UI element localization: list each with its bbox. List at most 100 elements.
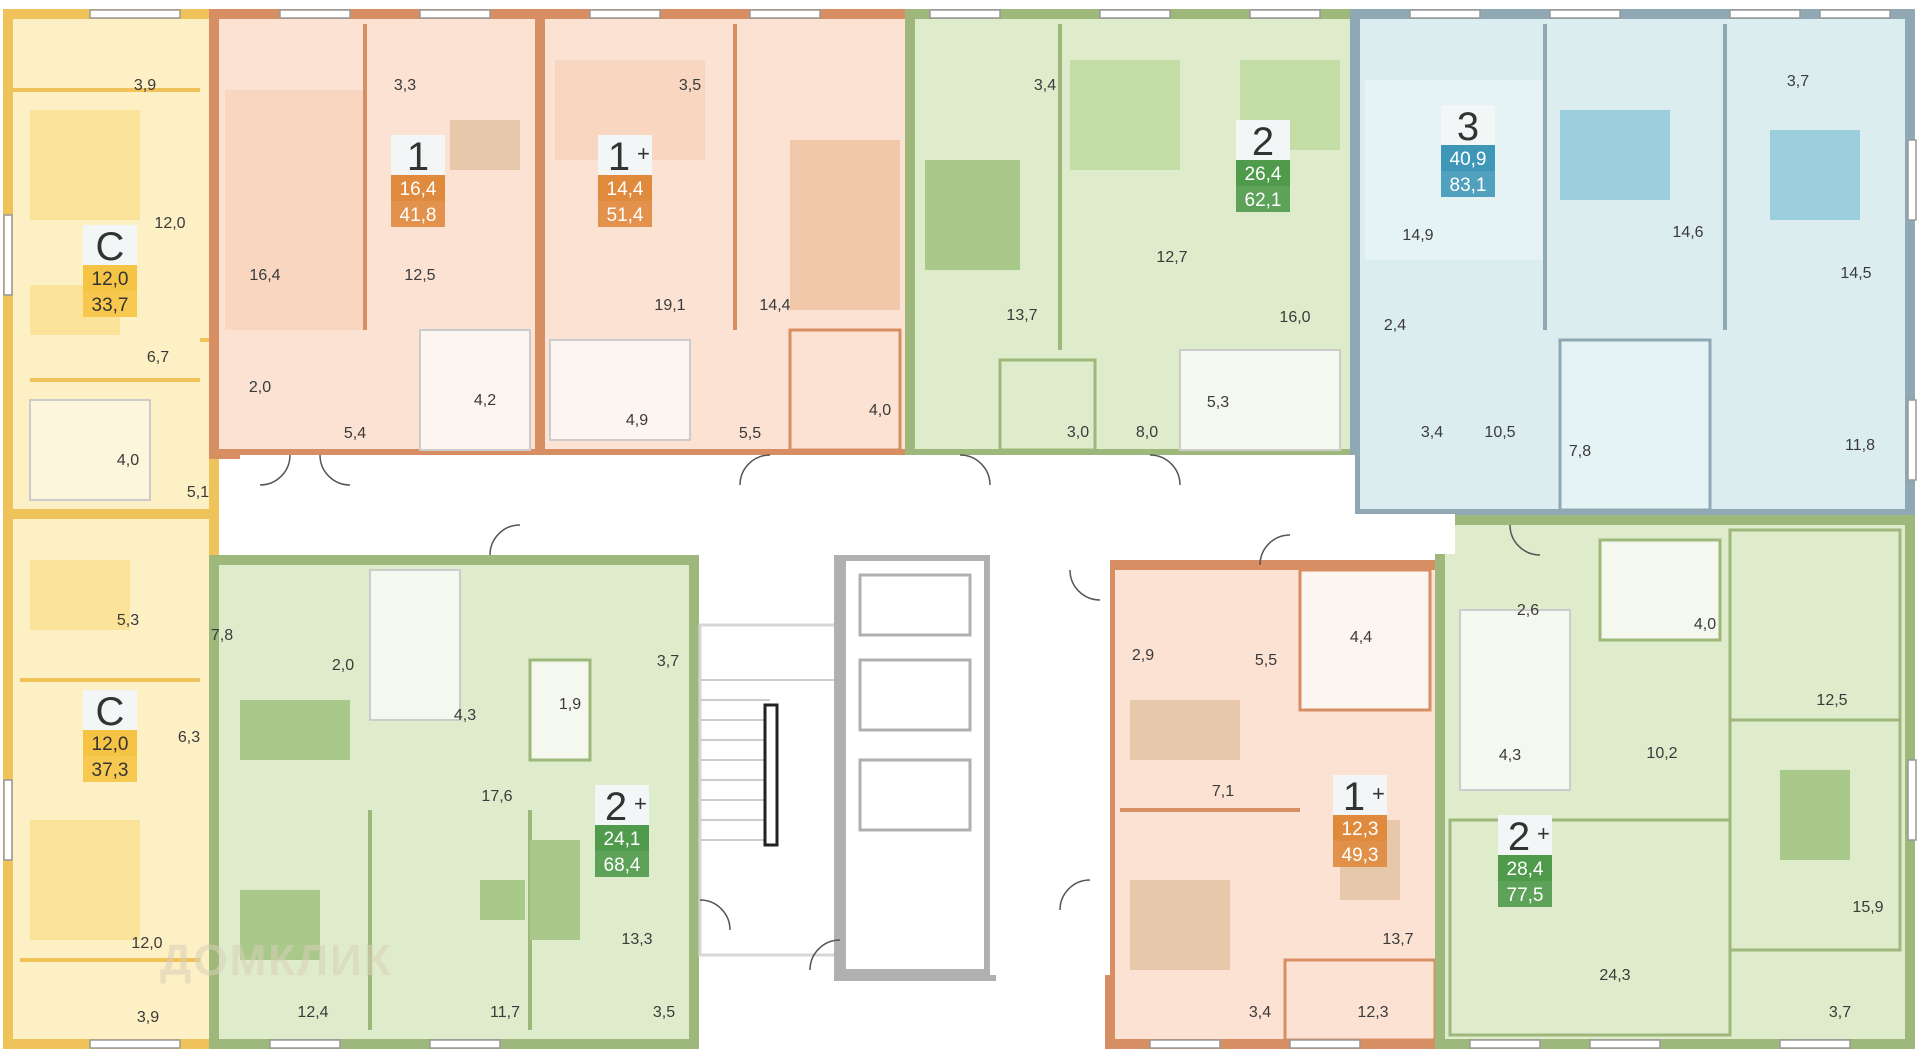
apartment-1plus-b[interactable] — [1105, 560, 1445, 1049]
apartment-1-a[interactable] — [209, 9, 545, 459]
apartment-badge: 226,462,1 — [1236, 120, 1290, 212]
room-area-label: 11,8 — [1845, 437, 1875, 454]
apartment-type-plus: + — [1372, 781, 1385, 806]
room-area-label: 14,6 — [1672, 224, 1703, 241]
living-area: 16,4 — [400, 179, 437, 200]
badge-total-bg — [83, 291, 137, 317]
room-area-label: 13,3 — [621, 931, 652, 948]
apartment-badge: 2 +24,1 68,4 — [595, 785, 649, 877]
room-area-label: 12,5 — [1816, 692, 1847, 709]
room-area-label: 4,4 — [1350, 629, 1372, 646]
apartment-type: 2 — [605, 785, 627, 829]
badge-living-bg — [83, 265, 137, 291]
badge-type-bg — [1333, 775, 1387, 815]
room-area-label: 14,4 — [759, 297, 790, 314]
apartment-2plus-b[interactable] — [1435, 515, 1915, 1049]
apartment-badge: 340,983,1 — [1441, 105, 1495, 197]
room-area-label: 12,0 — [154, 215, 185, 232]
apartment-type-plus: + — [634, 791, 647, 816]
room-area-label: 5,3 — [117, 612, 139, 629]
badge-type-bg — [1236, 120, 1290, 160]
badge-living-bg — [1441, 145, 1495, 171]
total-area: 41,8 — [400, 205, 437, 226]
room-area-label: 7,8 — [1569, 443, 1591, 460]
room-area-label: 2,9 — [1132, 647, 1154, 664]
badge-total-bg — [1498, 881, 1552, 907]
room-area-label: 3,5 — [679, 77, 701, 94]
room-area-label: 14,9 — [1402, 227, 1433, 244]
living-area: 28,4 — [1507, 859, 1544, 880]
room-area-label: 15,9 — [1852, 899, 1883, 916]
room-area-label: 16,4 — [249, 267, 280, 284]
room-area-label: 3,9 — [137, 1009, 159, 1026]
badge-total-bg — [1441, 171, 1495, 197]
apartment-badges: С12,033,7116,441,81+14,451,4226,462,1340… — [83, 105, 1552, 907]
badge-type-bg — [83, 690, 137, 730]
room-area-label: 19,1 — [654, 297, 685, 314]
apartment-type-plus: + — [637, 141, 650, 166]
room-area-label: 3,7 — [1829, 1004, 1851, 1021]
room-area-label: 3,4 — [1249, 1004, 1271, 1021]
apartment-1plus-a[interactable] — [535, 9, 915, 459]
room-area-label: 4,3 — [1499, 747, 1521, 764]
room-area-label: 5,5 — [1255, 652, 1277, 669]
badge-type-bg — [595, 785, 649, 825]
room-area-label: 12,7 — [1156, 249, 1187, 266]
living-area: 12,3 — [1342, 819, 1379, 840]
room-area-label: 3,7 — [1787, 73, 1809, 90]
room-area-label: 7,8 — [211, 627, 233, 644]
living-area: 14,4 — [607, 179, 644, 200]
apartment-badge: 116,4 41,8 — [391, 135, 445, 227]
room-area-label: 3,0 — [1067, 424, 1089, 441]
room-area-label: 24,3 — [1599, 967, 1630, 984]
room-area-label: 11,7 — [490, 1004, 520, 1021]
badge-type-bg — [83, 225, 137, 265]
room-area-label: 7,1 — [1212, 783, 1234, 800]
room-area-label: 3,5 — [653, 1004, 675, 1021]
living-area: 24,1 — [604, 829, 641, 850]
badge-type-bg — [1498, 815, 1552, 855]
badge-total-bg — [1236, 186, 1290, 212]
badge-living-bg — [391, 175, 445, 201]
room-area-label: 4,2 — [474, 392, 496, 409]
room-area-label: 8,0 — [1136, 424, 1158, 441]
total-area: 37,3 — [92, 760, 129, 781]
door-swings — [259, 454, 1541, 971]
total-area: 49,3 — [1342, 845, 1379, 866]
room-area-label: 6,3 — [178, 729, 200, 746]
badge-living-bg — [1333, 815, 1387, 841]
room-area-label: 2,0 — [249, 379, 271, 396]
apartment-badge: 2+28,477,5 — [1498, 815, 1552, 907]
apartment-2-a[interactable] — [905, 9, 1360, 459]
room-area-label: 4,0 — [1694, 616, 1716, 633]
total-area: 51,4 — [607, 205, 644, 226]
apartment-type: 1 — [608, 135, 630, 179]
living-area: 12,0 — [92, 269, 129, 290]
badge-total-bg — [595, 851, 649, 877]
room-area-label: 5,1 — [187, 484, 209, 501]
apartment-type: 1 — [1343, 775, 1365, 819]
room-area-label: 1,9 — [559, 696, 581, 713]
apartment-badge: 1 +14,4 51,4 — [598, 135, 652, 227]
apartment-3[interactable] — [1350, 9, 1915, 519]
room-area-label: 3,4 — [1034, 77, 1056, 94]
room-area-label: 12,3 — [1357, 1004, 1388, 1021]
badge-total-bg — [391, 201, 445, 227]
room-area-label: 6,7 — [147, 349, 169, 366]
room-area-label: 4,0 — [117, 452, 139, 469]
total-area: 33,7 — [92, 295, 129, 316]
room-area-label: 16,0 — [1279, 309, 1310, 326]
room-area-label: 5,5 — [739, 425, 761, 442]
watermark: ДОМКЛИК — [160, 936, 392, 985]
room-area-label: 2,4 — [1384, 317, 1406, 334]
living-area: 40,9 — [1450, 149, 1487, 170]
room-area-label: 13,7 — [1006, 307, 1037, 324]
apartment-type: 2 — [1252, 120, 1274, 164]
apartment-type: 1 — [407, 135, 429, 179]
badge-living-bg — [83, 730, 137, 756]
total-area: 68,4 — [604, 855, 641, 876]
corridor — [240, 455, 1355, 555]
badge-living-bg — [1498, 855, 1552, 881]
